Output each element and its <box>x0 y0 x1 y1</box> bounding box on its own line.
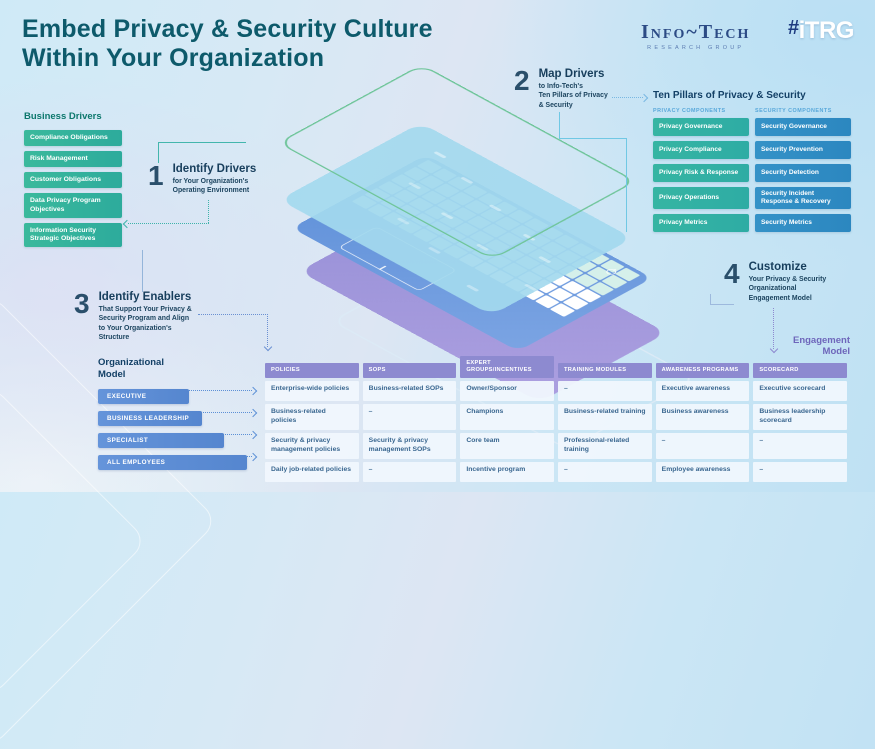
col-header-scorecard: SCORECARD <box>753 363 847 379</box>
table-cell: Executive awareness <box>655 381 750 402</box>
step-3: 3 Identify Enablers That Support Your Pr… <box>74 288 224 342</box>
step4-connector-line <box>710 294 734 305</box>
table-cell: Employee awareness <box>655 461 750 482</box>
table-cell: Core team <box>460 432 554 459</box>
org-executive-dotted-arrow <box>184 390 252 391</box>
privacy-pillar: Privacy Compliance <box>653 141 749 159</box>
table-cell: – <box>753 461 847 482</box>
table-cell: Business leadership scorecard <box>753 404 847 430</box>
step2-connector-line <box>626 138 627 232</box>
security-pillar: Security Prevention <box>755 141 851 159</box>
business-drivers-heading: Business Drivers <box>24 111 102 122</box>
step-3-title: Identify Enablers <box>98 291 192 303</box>
table-cell: – <box>362 461 457 482</box>
itrg-text: iTRG <box>798 17 855 44</box>
table-cell: Business-related SOPs <box>362 381 457 402</box>
infotech-logo: Info~Tech RESEARCH GROUP <box>641 21 750 51</box>
infotech-logo-subtext: RESEARCH GROUP <box>647 45 745 51</box>
step4-dotted-arrow <box>773 308 774 349</box>
step-4-title: Customize <box>748 261 807 273</box>
org-specialist-dotted-arrow <box>219 434 252 435</box>
ten-pillars-heading: Ten Pillars of Privacy & Security <box>653 90 806 101</box>
table-cell: Security & privacy management policies <box>265 432 359 459</box>
business-driver-item: Data Privacy Program Objectives <box>24 193 122 218</box>
table-cell: – <box>557 381 652 402</box>
table-cell: Champions <box>460 404 554 430</box>
step-2-number: 2 <box>514 65 530 96</box>
privacy-pillar: Privacy Risk & Response <box>653 164 749 182</box>
security-components-label: SECURITY COMPONENTS <box>755 108 832 114</box>
table-cell: – <box>557 461 652 482</box>
table-cell: – <box>753 432 847 459</box>
engagement-model-label: Engagement Model <box>792 335 850 358</box>
organizational-model-panel: Organizational Model EXECUTIVE BUSINESS … <box>98 357 247 477</box>
privacy-pillar: Privacy Governance <box>653 118 749 136</box>
step-4-description: Your Privacy & Security Organizational E… <box>748 276 827 302</box>
ten-pillars-panel: Ten Pillars of Privacy & Security PRIVAC… <box>653 90 851 232</box>
col-header-sops: SOPS <box>362 363 457 379</box>
step1-dotted-arrow <box>128 223 209 224</box>
step3-dotted-arrow <box>198 314 268 315</box>
step-4-number: 4 <box>724 258 740 289</box>
table-cell: Daily job-related policies <box>265 461 359 482</box>
engagement-model-table: POLICIES SOPS EXPERT GROUPS/INCENTIVES T… <box>265 356 847 482</box>
step1-connector-line <box>158 142 159 163</box>
security-pillar: Security Detection <box>755 164 851 182</box>
col-header-awareness-programs: AWARENESS PROGRAMS <box>655 363 750 379</box>
org-business-leadership-dotted-arrow <box>197 412 252 413</box>
org-level-executive: EXECUTIVE <box>98 388 189 404</box>
org-level-business-leadership: BUSINESS LEADERSHIP <box>98 410 202 426</box>
itrg-logo: #iTRG <box>788 17 854 45</box>
org-level-specialist: SPECIALIST <box>98 432 224 448</box>
step-2-description: to Info-Tech's Ten Pillars of Privacy & … <box>538 83 608 109</box>
table-cell: Enterprise-wide policies <box>265 381 359 402</box>
table-cell: Owner/Sponsor <box>460 381 554 402</box>
col-header-training-modules: TRAINING MODULES <box>557 363 652 379</box>
business-driver-item: Compliance Obligations <box>24 130 122 147</box>
table-cell: Business-related policies <box>265 404 359 430</box>
page-title: Embed Privacy & Security Culture Within … <box>22 15 433 73</box>
step1-dotted-arrow <box>208 200 209 223</box>
step-4: 4 Customize Your Privacy & Security Orga… <box>724 258 854 303</box>
table-cell: Business awareness <box>655 404 750 430</box>
business-drivers-panel: Business Drivers Compliance Obligations … <box>24 111 122 252</box>
col-header-expert-groups: EXPERT GROUPS/INCENTIVES <box>460 356 554 379</box>
step2-dotted-arrow <box>612 97 643 98</box>
table-cell: Incentive program <box>460 461 554 482</box>
org-model-heading: Organizational Model <box>98 357 164 380</box>
table-cell: Executive scorecard <box>753 381 847 402</box>
table-cell: Professional-related training <box>557 432 652 459</box>
itrg-hash: # <box>788 17 799 39</box>
infotech-logo-text: Info~Tech <box>641 21 751 43</box>
step-1: 1 Identify Drivers for Your Organization… <box>148 160 278 196</box>
privacy-pillar: Privacy Operations <box>653 187 749 209</box>
step1-connector-line <box>158 142 246 143</box>
privacy-components-label: PRIVACY COMPONENTS <box>653 108 726 114</box>
org-level-all-employees: ALL EMPLOYEES <box>98 454 247 470</box>
step-1-description: for Your Organization's Operating Enviro… <box>172 178 250 195</box>
security-pillar: Security Metrics <box>755 213 851 232</box>
security-pillar: Security Incident Response & Recovery <box>755 187 851 209</box>
step-3-description: That Support Your Privacy & Security Pro… <box>98 306 192 341</box>
table-cell: – <box>362 404 457 430</box>
step-3-number: 3 <box>74 288 90 319</box>
privacy-pillar: Privacy Metrics <box>653 213 749 232</box>
security-pillar: Security Governance <box>755 118 851 136</box>
step-2-title: Map Drivers <box>538 68 605 80</box>
step-1-title: Identify Drivers <box>172 163 257 175</box>
table-cell: Security & privacy management SOPs <box>362 432 457 459</box>
business-driver-item: Information Security Strategic Objective… <box>24 222 122 248</box>
step3-connector-line <box>142 250 143 292</box>
table-cell: – <box>655 432 750 459</box>
col-header-policies: POLICIES <box>265 363 359 379</box>
step-2: 2 Map Drivers to Info-Tech's Ten Pillars… <box>514 65 644 110</box>
step-1-number: 1 <box>148 160 164 191</box>
step2-connector-line <box>559 112 627 139</box>
step3-dotted-arrow <box>267 314 268 347</box>
business-driver-item: Customer Obligations <box>24 172 122 189</box>
table-cell: Business-related training <box>557 404 652 430</box>
business-driver-item: Risk Management <box>24 151 122 168</box>
